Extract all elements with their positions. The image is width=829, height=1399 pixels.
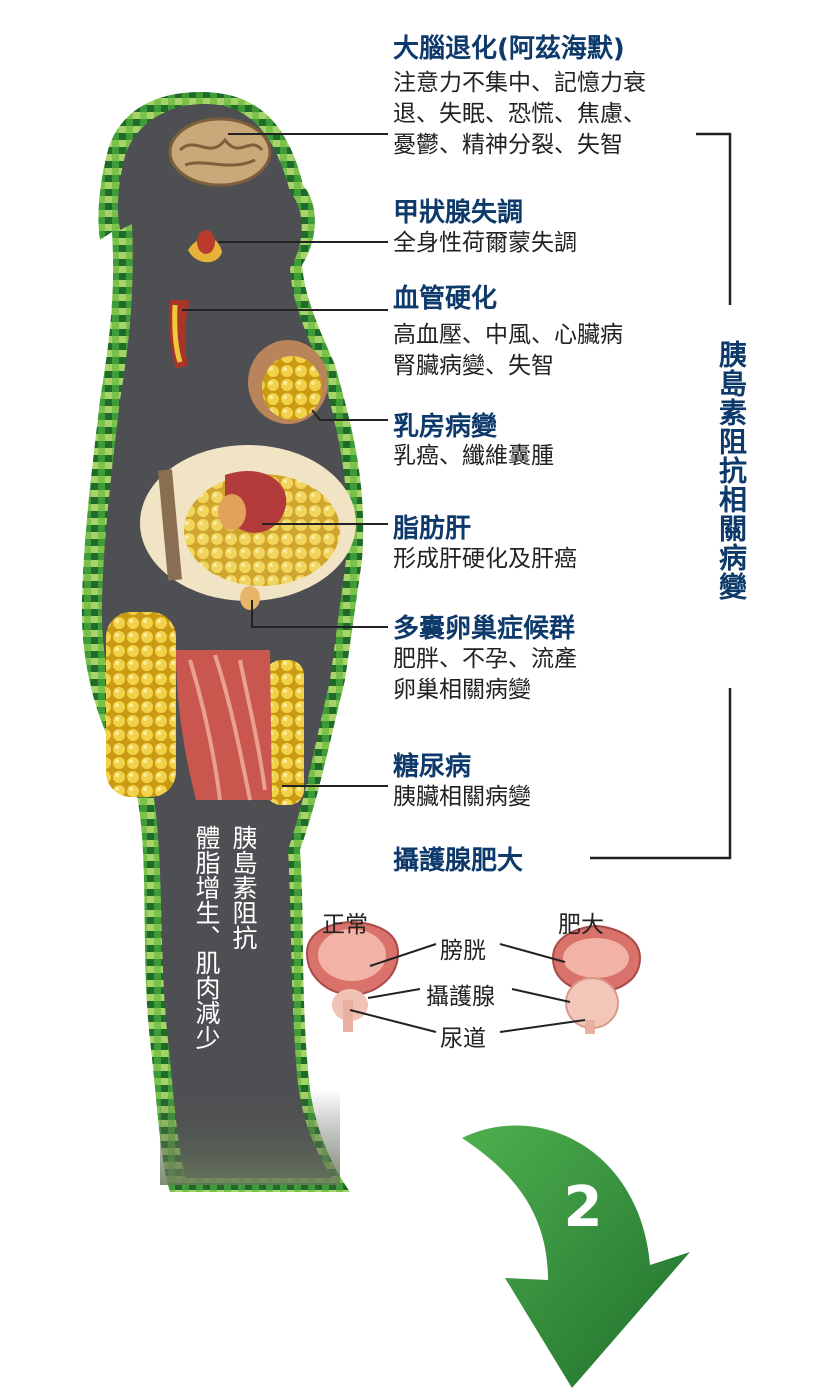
prostate-normal-label: 正常 (322, 912, 368, 938)
side-label: 胰島素阻抗相關病變 (715, 340, 748, 601)
annotation-line: 退、失眠、恐慌、焦慮、 (393, 101, 646, 127)
right-fat-icon (266, 660, 304, 805)
annotation-title: 糖尿病 (393, 752, 472, 782)
annotation-line: 乳癌、纖維囊腫 (393, 443, 554, 469)
prostate-label: 攝護腺 (426, 984, 495, 1010)
step-number: 2 (563, 1175, 603, 1240)
prostate-normal-icon (305, 920, 400, 1032)
annotation-title: 多囊卵巢症候群 (393, 614, 576, 644)
annotation-line: 胰臟相關病變 (393, 784, 531, 810)
annotation-title: 脂肪肝 (393, 514, 472, 544)
arrow-icon (462, 1125, 690, 1388)
prostate-enlarged-icon (551, 924, 642, 1034)
left-fat-icon (106, 612, 176, 797)
bracket (590, 132, 732, 860)
bladder-label: 膀胱 (440, 938, 486, 964)
annotation-title: 攝護腺肥大 (393, 846, 524, 876)
annotation-line: 肥胖、不孕、流產 (393, 646, 577, 672)
annotation-title: 血管硬化 (393, 284, 498, 314)
urethra-label: 尿道 (440, 1026, 486, 1052)
annotation-title: 甲狀腺失調 (393, 198, 524, 228)
muscle-icon (176, 650, 272, 800)
annotation-line: 形成肝硬化及肝癌 (393, 546, 577, 572)
body-label-line1: 胰島素阻抗 (229, 825, 258, 950)
annotation-line: 全身性荷爾蒙失調 (393, 230, 577, 256)
brain-icon (168, 117, 272, 187)
prostate-leaders (349, 943, 586, 1033)
body-label-line2: 體脂增生、肌肉減少 (192, 825, 221, 1050)
annotation-line: 卵巢相關病變 (393, 677, 531, 703)
annotation-line: 腎臟病變、失智 (393, 353, 554, 379)
annotation-title: 乳房病變 (393, 412, 498, 442)
annotation-line: 高血壓、中風、心臟病 (393, 322, 623, 348)
prostate-enlarged-label: 肥大 (558, 912, 604, 938)
annotation-title: 大腦退化(阿茲海默) (393, 34, 625, 64)
leader-lines (182, 133, 388, 787)
annotation-line: 憂鬱、精神分裂、失智 (393, 132, 623, 158)
annotation-line: 注意力不集中、記憶力衰 (393, 70, 646, 96)
